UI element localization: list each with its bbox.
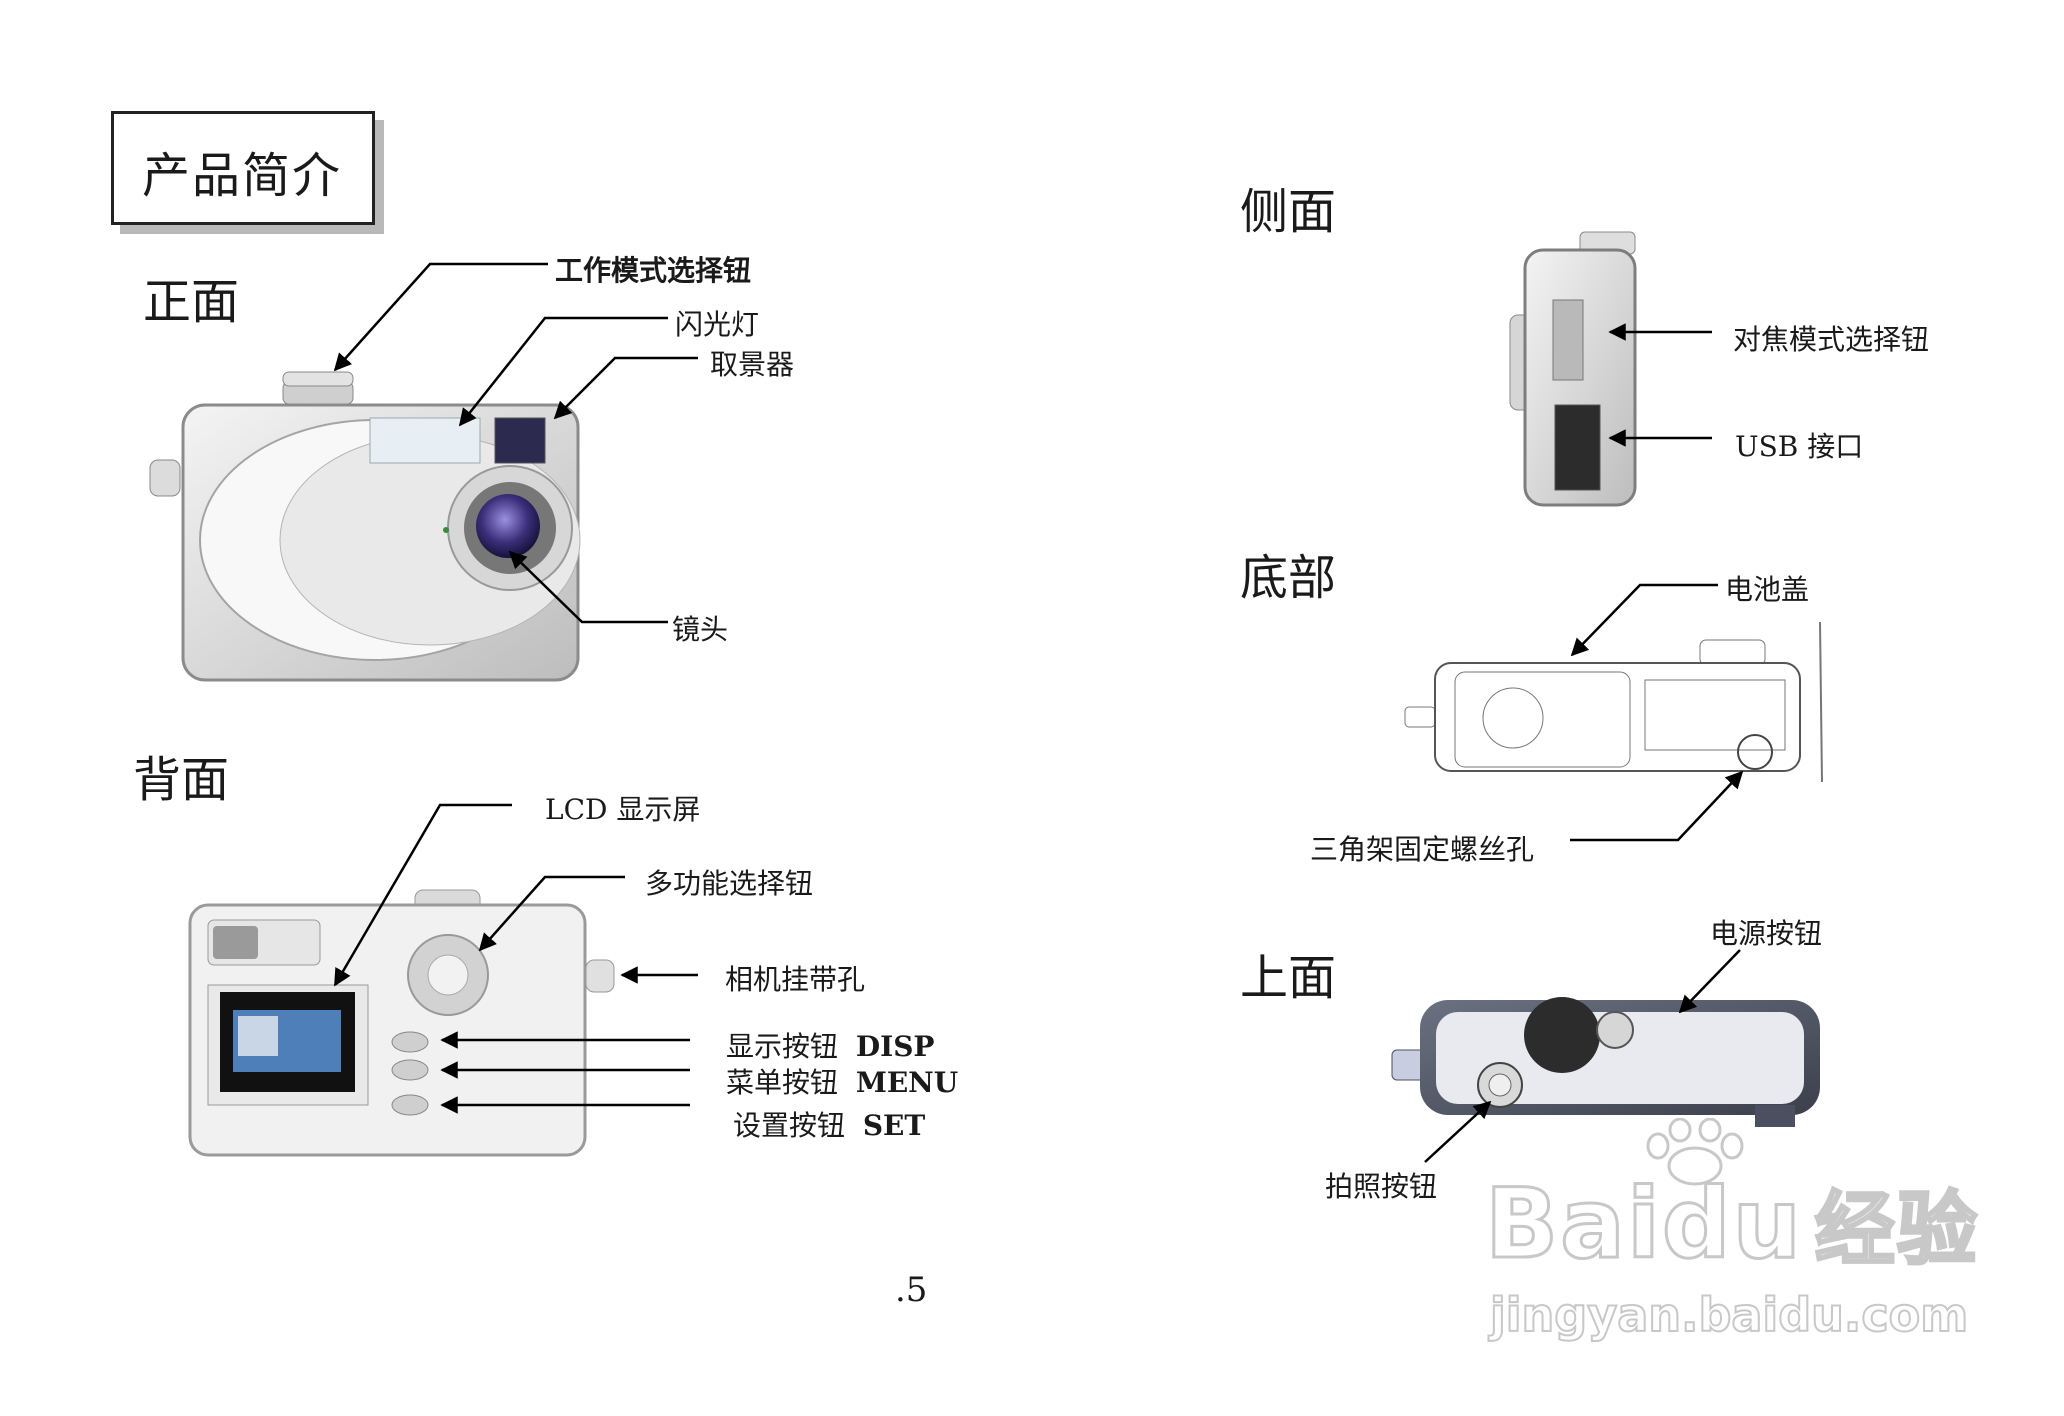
label-menu-code: MENU [855, 1066, 959, 1099]
label-set-code: SET [862, 1109, 926, 1142]
back-camera-drawing [188, 889, 615, 1157]
label-menu-button: 菜单按钮 MENU [726, 1061, 958, 1101]
label-shutter-button: 拍照按钮 [1325, 1170, 1438, 1203]
section-front-heading: 正面 [143, 274, 240, 330]
side-camera-drawing [1509, 231, 1637, 507]
paw-icon [1646, 1118, 1744, 1186]
label-menu-text: 菜单按钮 [726, 1066, 839, 1099]
page-title: 产品简介 [142, 148, 343, 204]
side-leader-lines [1608, 323, 1712, 447]
page-title-box: 产品简介 [111, 111, 375, 225]
label-power-button: 电源按钮 [1710, 917, 1823, 950]
label-disp-code: DISP [855, 1030, 935, 1063]
bottom-leader-lines [1570, 583, 1744, 842]
label-viewfinder: 取景器 [710, 348, 795, 381]
front-camera-drawing [149, 371, 581, 682]
label-focus-mode: 对焦模式选择钮 [1733, 323, 1930, 356]
watermark-product: 经验 [1813, 1182, 1979, 1278]
top-camera-drawing [1391, 997, 1820, 1127]
label-disp-button: 显示按钮 DISP [726, 1025, 934, 1065]
label-flash: 闪光灯 [675, 308, 760, 341]
label-lens: 镜头 [672, 613, 729, 646]
bottom-camera-drawing [1404, 621, 1823, 783]
section-side-heading: 侧面 [1240, 184, 1337, 240]
label-multi-selector: 多功能选择钮 [645, 867, 814, 900]
top-leader-lines [1424, 949, 1741, 1163]
label-usb-port: USB 接口 [1735, 430, 1864, 463]
label-set-button: 设置按钮 SET [733, 1104, 925, 1144]
section-bottom-heading: 底部 [1240, 550, 1337, 606]
watermark-baidu: Baidu [1484, 1167, 1803, 1282]
page-number: .5 [895, 1270, 928, 1310]
label-mode-dial: 工作模式选择钮 [555, 254, 752, 287]
front-leader-lines [333, 262, 698, 624]
label-tripod-socket: 三角架固定螺丝孔 [1310, 833, 1535, 866]
section-back-heading: 背面 [133, 752, 230, 808]
back-leader-lines [333, 803, 698, 1114]
label-strap-hole: 相机挂带孔 [725, 963, 866, 996]
label-set-text: 设置按钮 [733, 1109, 846, 1142]
label-battery-cover: 电池盖 [1725, 573, 1810, 606]
label-lcd: LCD 显示屏 [545, 793, 701, 826]
watermark-url: jingyan.baidu.com [1489, 1287, 1969, 1343]
section-top-heading: 上面 [1240, 950, 1337, 1006]
label-disp-text: 显示按钮 [726, 1030, 839, 1063]
